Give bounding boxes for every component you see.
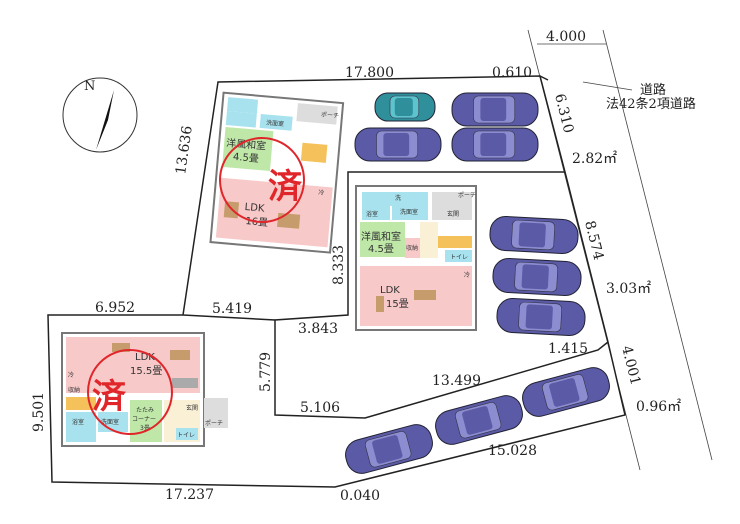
dim-lot2-left: 8.333	[331, 245, 347, 285]
sold-stamp-3-text: 済	[92, 377, 127, 417]
storage-label: 収納	[68, 386, 80, 394]
ldk-label: LDK	[135, 352, 155, 363]
fridge-label: 冷	[68, 371, 74, 379]
road-edge-line	[602, 29, 713, 461]
tatami-corner	[130, 400, 162, 442]
car-icon	[522, 367, 610, 417]
porch-label: ポーチ	[458, 191, 476, 199]
fridge-label: 冷	[464, 271, 470, 279]
toilet-label: トイレ	[450, 254, 468, 261]
road-width-label: 4.000	[546, 29, 586, 45]
bath-label: 浴室	[366, 210, 378, 218]
road-sublabel: 法42条2項道路	[606, 96, 696, 112]
entrance-label: 玄関	[186, 404, 198, 412]
ldk-size: 15.5畳	[130, 365, 162, 377]
house-plan-1: 洗面室 洋風和室 4.5畳 ポーチ LDK 16畳 冷	[209, 91, 345, 254]
tatami-label: たたみ	[136, 407, 154, 414]
porch-label: ポーチ	[321, 110, 340, 120]
sold-stamp-1	[219, 137, 305, 223]
area-2: 3.03㎡	[606, 281, 651, 297]
washitsu-size: 4.5畳	[232, 151, 259, 165]
dim-top: 17.800	[345, 65, 394, 81]
ldk-label: LDK	[244, 202, 265, 215]
dim-lot2-diag: 13.499	[432, 373, 481, 389]
road-leader-line	[582, 81, 633, 91]
car-icon	[492, 258, 582, 296]
ldk-label: LDK	[380, 285, 400, 296]
area-1: 2.82㎡	[572, 151, 617, 167]
area-3: 0.96㎡	[636, 399, 681, 415]
bath-label: 浴室	[72, 418, 84, 426]
laundry-label: 洗	[395, 194, 401, 202]
dim-bottom: 17.237	[165, 487, 214, 503]
house-plan-3: LDK 15.5畳 冷 収納 浴室 洗面室 たたみ コーナー 3畳 玄関 トイレ…	[61, 332, 228, 447]
ldk-1	[215, 177, 333, 248]
north-arrow-icon	[96, 90, 114, 150]
car-icon	[435, 395, 523, 445]
porch-label: ポーチ	[205, 419, 223, 427]
parking-cars	[345, 92, 610, 474]
dim-bottom-gap: 0.040	[340, 488, 380, 504]
car-icon	[451, 127, 539, 162]
dim-right-upper: 6.310	[551, 92, 576, 135]
dim-lot2-step: 3.843	[298, 321, 338, 337]
dim-top-right: 0.610	[492, 65, 532, 81]
dim-left-upper: 13.636	[173, 125, 196, 176]
car-icon	[451, 92, 539, 127]
fridge-label: 冷	[318, 188, 325, 196]
lot-boundaries	[47, 75, 626, 488]
car-icon	[354, 127, 442, 162]
car-icon	[345, 424, 433, 474]
dim-lot3-top-mid: 5.419	[212, 301, 252, 317]
ldk-size: 15畳	[386, 298, 409, 310]
corner-label: コーナー	[132, 416, 156, 423]
north-label: N	[84, 79, 95, 94]
car-icon	[489, 216, 579, 254]
wash-room-label: 洗面室	[101, 418, 119, 426]
car-icon	[374, 92, 436, 122]
dim-lot2-corner: 1.415	[548, 341, 588, 357]
north-compass: N	[62, 77, 138, 153]
wash-room-label: 洗面室	[400, 208, 418, 216]
house-plan-2: 浴室 洗 洗面室 ポーチ 玄関 洋風和室 4.5畳 収納 トイレ LDK 15畳…	[355, 185, 477, 331]
storage-label: 収納	[406, 244, 418, 252]
wash-room-label: 洗面室	[266, 118, 285, 128]
car-icon	[496, 298, 586, 336]
dim-left: 9.501	[31, 392, 47, 432]
washitsu-size: 4.5畳	[368, 243, 394, 255]
dim-lot3-top-left: 6.952	[95, 300, 135, 316]
dim-lot2-step-v: 5.779	[258, 352, 274, 392]
toilet-label: トイレ	[177, 432, 195, 439]
entrance-label: 玄関	[447, 210, 459, 218]
dim-right-mid: 8.574	[581, 219, 606, 262]
washitsu-label: 洋風和室	[361, 230, 401, 243]
road-label: 道路	[640, 82, 666, 98]
washitsu-label: 洋風和室	[226, 136, 267, 152]
tatami-size: 3畳	[140, 425, 150, 432]
bath-1	[226, 97, 259, 114]
washitsu-2	[360, 222, 405, 257]
dim-lot2-bottom: 5.106	[300, 400, 340, 416]
dim-right-lower: 4.001	[618, 344, 643, 387]
sold-stamp-1-text: 済	[268, 167, 303, 207]
sold-stamp-3	[87, 349, 173, 435]
dim-bottom-diag: 15.028	[488, 443, 537, 459]
